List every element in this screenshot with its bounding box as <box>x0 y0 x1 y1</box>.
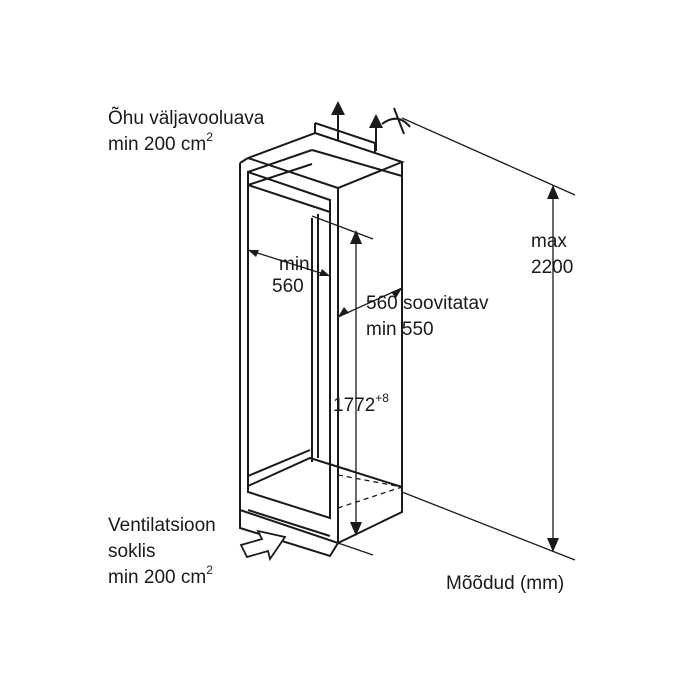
min-width-value: 560 <box>272 276 304 297</box>
ventilation-area-label: min 200 cm2 <box>108 563 213 588</box>
depth-recommended-label: 560 soovitatav <box>366 293 489 314</box>
cabinet-niche <box>239 122 405 558</box>
ventilation-label: Ventilatsioon <box>108 515 216 536</box>
depth-min-label: min 550 <box>366 319 434 340</box>
min-width-label: min <box>279 254 310 275</box>
dimension-lines <box>247 117 576 561</box>
max-height-label: max <box>531 231 567 252</box>
air-outlet-arrows <box>331 101 383 151</box>
units-label: Mõõdud (mm) <box>446 573 564 594</box>
top-mark-icon <box>381 107 411 135</box>
max-height-value: 2200 <box>531 257 573 278</box>
air-outlet-area-label: min 200 cm2 <box>108 130 213 155</box>
niche-height-label: 1772+8 <box>333 391 389 416</box>
ventilation-arrow-icon <box>239 529 287 562</box>
air-outlet-label: Õhu väljavooluava <box>108 107 265 129</box>
ventilation-plinth-label: soklis <box>108 541 156 562</box>
